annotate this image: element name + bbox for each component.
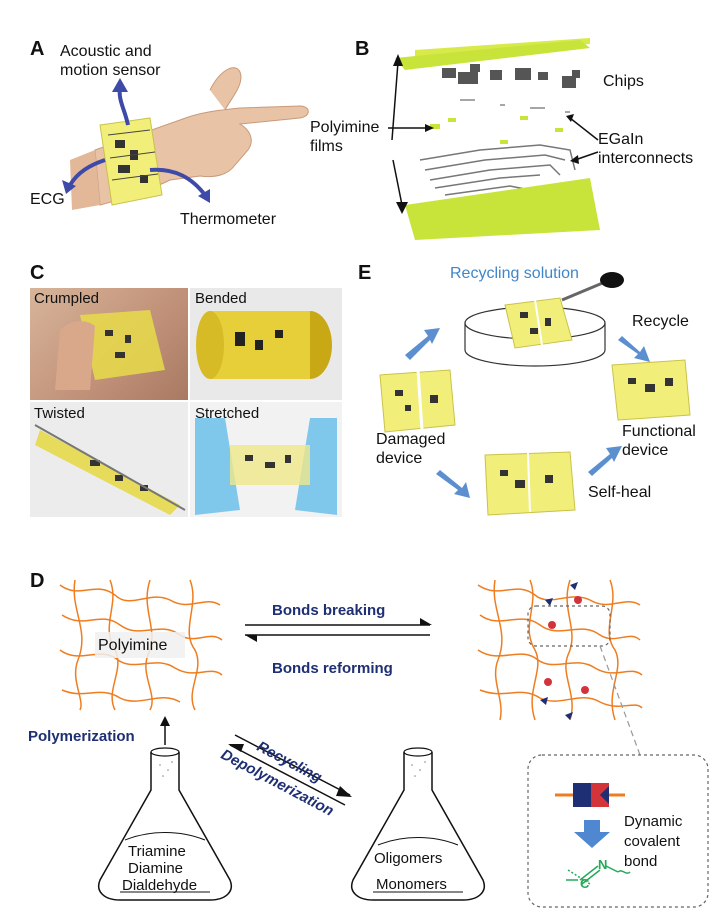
- twisted-label: Twisted: [34, 405, 85, 422]
- recycle-label: Recycle: [632, 313, 689, 330]
- polyimine-films-label: Polyimine films: [310, 119, 380, 155]
- polyimine-label: Polyimine: [98, 637, 168, 654]
- polymerization-label: Polymerization: [28, 728, 135, 745]
- crumpled-label: Crumpled: [34, 290, 100, 307]
- dynamic-bond-label: Dynamic covalent bond: [624, 813, 683, 870]
- self-heal-label: Self-heal: [588, 484, 652, 501]
- panel-e-letter: E: [358, 262, 372, 284]
- flask-left: [98, 747, 232, 901]
- chips-label: Chips: [603, 73, 644, 90]
- wrist-device: [99, 117, 163, 206]
- flask-right-item-2: Monomers: [376, 876, 447, 893]
- panel-b-letter: B: [355, 38, 370, 60]
- flask-left-item-1: Triamine: [128, 843, 186, 860]
- acoustic-sensor-label: Acoustic and motion sensor: [60, 43, 161, 79]
- chem-c-label: C: [580, 876, 590, 891]
- flask-right: [351, 747, 485, 901]
- stretched-label: Stretched: [195, 405, 260, 422]
- ecg-label: ECG: [30, 191, 65, 208]
- imine-bond: [566, 865, 631, 885]
- panel-a-letter: A: [30, 38, 45, 60]
- functional-device-label: Functional device: [622, 423, 696, 459]
- flask-left-item-3: Dialdehyde: [122, 877, 198, 894]
- broken-bond-ends: [540, 582, 589, 720]
- flask-left-item-2: Diamine: [128, 860, 184, 877]
- egain-label: EGaIn interconnects: [598, 131, 694, 167]
- bonds-reforming-label: Bonds reforming: [272, 660, 393, 677]
- chem-n-label: N: [598, 857, 608, 872]
- bonds-breaking-label: Bonds breaking: [272, 602, 386, 619]
- panel-d-letter: D: [30, 570, 45, 592]
- chip-layer: [442, 64, 580, 88]
- bended-label: Bended: [195, 290, 247, 307]
- thermometer-label: Thermometer: [180, 211, 277, 228]
- bottom-film: [405, 178, 600, 240]
- panel-c-letter: C: [30, 262, 45, 284]
- broken-network: [477, 579, 643, 721]
- recycling-solution-label: Recycling solution: [450, 265, 579, 282]
- flask-right-item-1: Oligomers: [374, 850, 443, 867]
- damaged-device-label: Damaged device: [376, 431, 446, 467]
